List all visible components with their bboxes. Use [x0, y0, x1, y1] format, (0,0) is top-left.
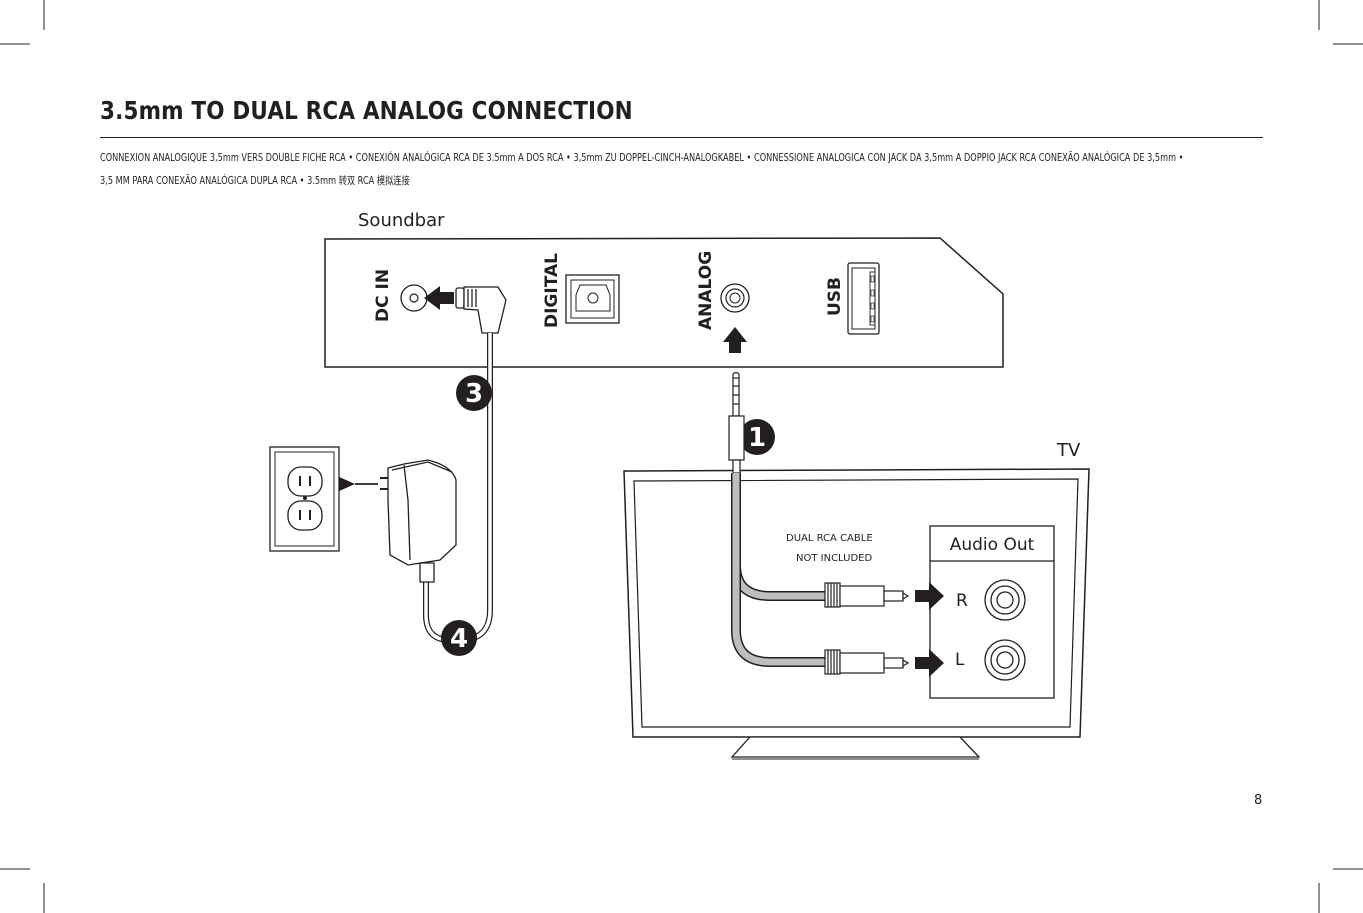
tv-label: TV: [1056, 440, 1081, 461]
audio-out-panel: Audio Out R L: [929, 525, 1055, 699]
rca-jack-r: [984, 579, 1026, 621]
page-number: 8: [1254, 793, 1263, 808]
channel-l-label: L: [955, 650, 965, 670]
rca-plug-r: [824, 582, 910, 608]
channel-r-label: R: [956, 591, 968, 611]
usb-label: USB: [825, 277, 845, 316]
usb-port: USB: [825, 262, 880, 335]
rca-arrow-l: [915, 649, 944, 677]
dc-in-arrow: [424, 286, 454, 310]
analog-arrow: [723, 327, 747, 353]
dc-in-label: DC IN: [373, 269, 393, 322]
step-badge-4: 4: [441, 620, 477, 656]
soundbar-label: Soundbar: [358, 210, 445, 231]
3-5mm-plug: [728, 371, 745, 474]
dual-rca-cable: [731, 473, 826, 667]
step-badge-1: 1: [739, 419, 775, 455]
dc-plug: [455, 286, 507, 334]
cable-note-line-2: NOT INCLUDED: [796, 553, 872, 564]
power-adapter: [380, 459, 457, 583]
digital-port: DIGITAL: [542, 253, 620, 328]
step-badge-3: 3: [456, 375, 492, 411]
subtitle-translations-line-1: CONNEXION ANALOGIQUE 3,5mm VERS DOUBLE F…: [100, 152, 1184, 164]
analog-label: ANALOG: [696, 251, 716, 330]
cable-note-line-1: DUAL RCA CABLE: [786, 533, 873, 544]
svg-text:3: 3: [465, 379, 483, 409]
audio-out-label: Audio Out: [950, 535, 1035, 555]
svg-text:1: 1: [748, 423, 766, 453]
svg-text:4: 4: [450, 624, 468, 654]
title-rule: [100, 137, 1263, 138]
wall-outlet: [269, 446, 340, 552]
soundbar-body: [324, 237, 1004, 368]
rca-jack-l: [984, 639, 1026, 681]
analog-port: ANALOG: [696, 251, 750, 330]
rca-plug-l: [824, 649, 910, 675]
page-title: 3.5mm TO DUAL RCA ANALOG CONNECTION: [100, 96, 633, 125]
digital-label: DIGITAL: [542, 253, 562, 328]
rca-arrow-r: [915, 582, 944, 610]
subtitle-translations-line-2: 3,5 MM PARA CONEXÃO ANALÓGICA DUPLA RCA …: [100, 175, 410, 187]
